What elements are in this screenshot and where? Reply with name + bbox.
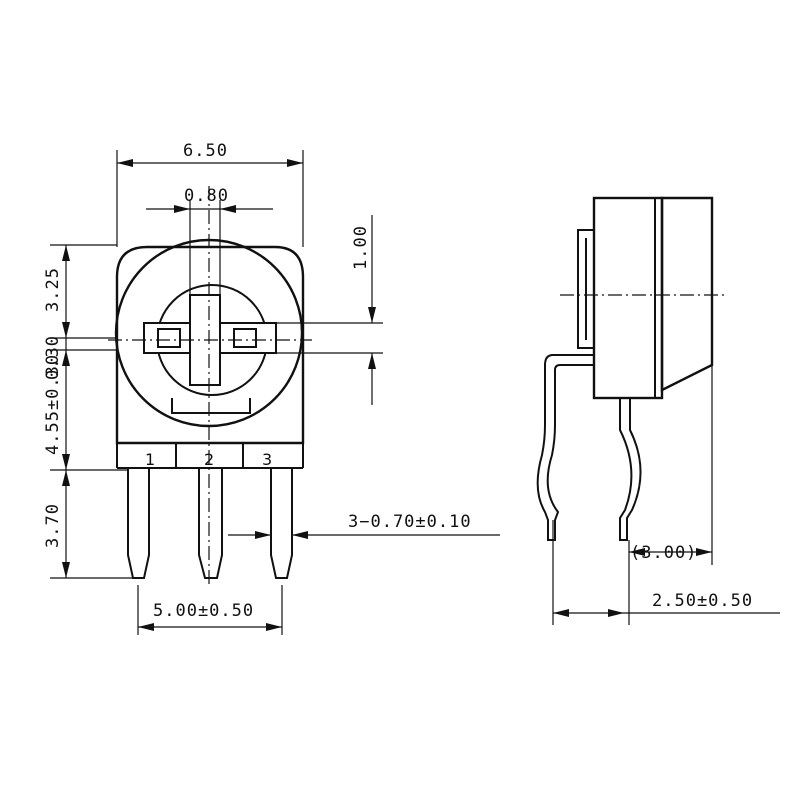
dim-body-low-label: 4.55±0.30 <box>43 354 63 455</box>
arrow <box>62 350 70 366</box>
arrow <box>62 245 70 261</box>
dim-top-label: 3.25 <box>43 267 63 312</box>
side-body <box>592 196 664 400</box>
dim-width-label: 6.50 <box>183 141 228 161</box>
dim-shaft-label: 0.80 <box>184 186 229 206</box>
front-body-outline <box>115 245 305 445</box>
side-flange <box>577 229 595 349</box>
rotor-stop-tab <box>171 398 251 414</box>
pin-2 <box>198 468 223 579</box>
side-knob <box>660 196 714 392</box>
arrow <box>292 531 308 539</box>
arrow <box>287 159 303 167</box>
side-straight-lead <box>619 398 642 541</box>
arrow <box>62 322 70 338</box>
dim-pin-width-label: 3−0.70±0.10 <box>348 512 472 532</box>
arrow <box>117 159 133 167</box>
slot-left-window <box>157 328 181 348</box>
arrow <box>174 205 190 213</box>
front-view: 1 2 3 6.50 0.80 1.00 <box>43 141 500 635</box>
arrow <box>62 470 70 486</box>
side-bent-lead <box>536 354 594 541</box>
pin-label-3: 3 <box>262 450 272 469</box>
dim-slot-label: 0.30 <box>43 335 63 380</box>
arrow <box>696 548 712 556</box>
arrow <box>62 454 70 470</box>
dim-lead-offset-label: 2.50±0.50 <box>652 591 753 611</box>
arrow <box>62 562 70 578</box>
side-view: (3.00) 2.50±0.50 <box>536 196 780 625</box>
arrow <box>368 353 376 369</box>
dim-pin-length-label: 3.70 <box>43 503 63 548</box>
arrow <box>553 609 569 617</box>
arrow <box>266 623 282 631</box>
pin-label-1: 1 <box>145 450 155 469</box>
dim-pitch-label: 5.00±0.50 <box>153 601 254 621</box>
arrow <box>138 623 154 631</box>
dim-offset-label: 1.00 <box>351 225 371 270</box>
pin-3 <box>270 468 293 579</box>
arrow <box>608 609 624 617</box>
arrow <box>255 531 271 539</box>
arrow <box>368 307 376 323</box>
arrow <box>220 205 236 213</box>
pin-1 <box>127 468 150 579</box>
slot-right-window <box>233 328 257 348</box>
dim-depth-label: (3.00) <box>630 543 697 563</box>
arrow <box>629 548 645 556</box>
